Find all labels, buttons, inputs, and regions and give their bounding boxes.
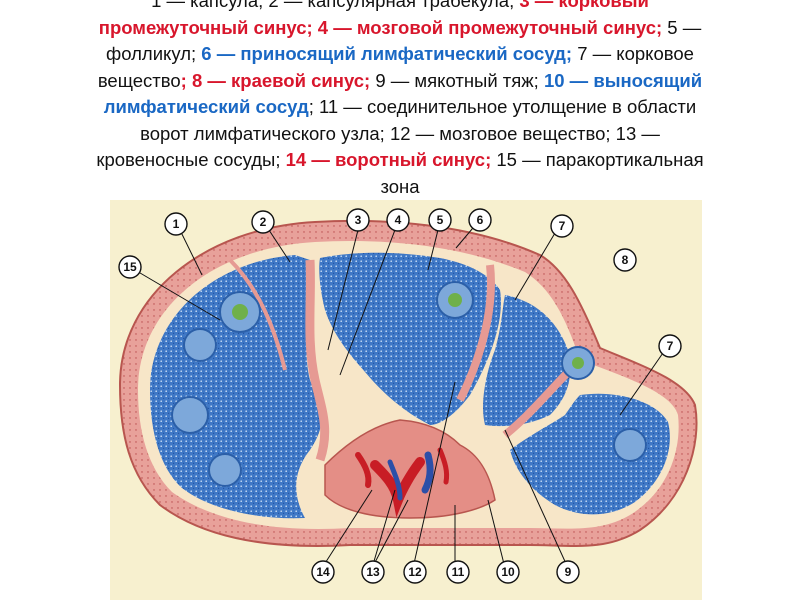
caption-segment: вещество bbox=[97, 69, 181, 91]
svg-text:6: 6 bbox=[477, 213, 484, 227]
follicle-5 bbox=[171, 396, 209, 434]
callout-6: 6 bbox=[468, 208, 492, 232]
caption-line: зона bbox=[0, 174, 800, 201]
svg-text:7: 7 bbox=[667, 339, 674, 353]
svg-text:14: 14 bbox=[316, 565, 330, 579]
svg-text:7: 7 bbox=[559, 219, 566, 233]
follicle-1-center bbox=[232, 304, 248, 320]
caption-segment: 3 — корковый bbox=[519, 0, 649, 11]
caption-segment: 7 — корковое bbox=[572, 43, 694, 64]
svg-text:11: 11 bbox=[452, 565, 465, 579]
caption-segment: кровеносные сосуды; bbox=[96, 149, 286, 170]
blood-vessel-right-blue bbox=[421, 451, 434, 494]
caption-line: 1 — капсула; 2 — капсулярная трабекула; … bbox=[0, 0, 800, 15]
svg-text:10: 10 bbox=[501, 565, 515, 579]
lymph-node-diagram: 1 2 3 4 5 6 7 7 bbox=[110, 200, 702, 600]
cortex-lobe-right-lower bbox=[510, 393, 670, 515]
callout-7b: 7 bbox=[658, 334, 682, 358]
callout-2: 2 bbox=[251, 210, 275, 234]
caption-segment: ; 8 — краевой синус; bbox=[180, 69, 371, 91]
caption-line: кровеносные сосуды; 14 — воротный синус;… bbox=[0, 147, 800, 174]
caption-segment: лимфатический сосуд bbox=[103, 96, 309, 117]
cortex-lobe-left bbox=[150, 255, 322, 519]
callout-4: 4 bbox=[386, 208, 410, 232]
caption-segment: 9 — мякотный тяж; bbox=[370, 69, 544, 91]
caption-segment: 14 — воротный синус; bbox=[285, 149, 492, 170]
caption-line: фолликул; 6 — приносящий лимфатический с… bbox=[0, 41, 800, 68]
callout-15: 15 bbox=[118, 255, 142, 279]
caption-segment: 15 — паракортикальная bbox=[491, 149, 704, 170]
callouts: 1 2 3 4 5 6 7 7 bbox=[118, 208, 682, 584]
caption-segment: фолликул; bbox=[106, 43, 202, 64]
hilum-blood-vessels bbox=[355, 447, 450, 518]
caption-segment: промежуточный синус; 4 — мозговой промеж… bbox=[98, 16, 663, 38]
callout-11: 11 bbox=[446, 560, 470, 584]
blood-vessel-blue bbox=[387, 459, 403, 501]
trabecula-2 bbox=[456, 264, 495, 402]
svg-text:1: 1 bbox=[173, 217, 180, 231]
follicles bbox=[171, 281, 647, 487]
caption-segment: 5 — bbox=[662, 16, 702, 38]
callout-8: 8 bbox=[613, 248, 637, 272]
caption-segment: 6 — приносящий лимфатический сосуд; bbox=[201, 43, 573, 64]
svg-text:8: 8 bbox=[622, 253, 629, 267]
trabecula-1 bbox=[305, 259, 330, 462]
blood-vessel-right-red bbox=[437, 447, 450, 485]
callout-3: 3 bbox=[346, 208, 370, 232]
caption-line: лимфатический сосуд; 11 — соединительное… bbox=[0, 94, 800, 121]
caption-segment: ворот лимфатического узла; 12 — мозговое… bbox=[140, 122, 660, 144]
svg-text:15: 15 bbox=[123, 260, 137, 274]
callout-10: 10 bbox=[496, 560, 520, 584]
svg-text:12: 12 bbox=[408, 565, 422, 579]
callout-14: 14 bbox=[311, 560, 335, 584]
svg-text:3: 3 bbox=[355, 213, 362, 227]
blood-vessel-left-red bbox=[355, 452, 372, 488]
callout-lines bbox=[134, 221, 666, 569]
svg-text:2: 2 bbox=[260, 215, 267, 229]
follicle-7 bbox=[613, 428, 647, 462]
follicle-6 bbox=[208, 453, 242, 487]
follicle-3-center bbox=[572, 357, 584, 369]
callout-13: 13 bbox=[361, 560, 385, 584]
svg-text:13: 13 bbox=[366, 565, 380, 579]
caption-segment: 10 — выносящий bbox=[543, 69, 703, 91]
callout-1: 1 bbox=[164, 212, 188, 236]
caption-line: промежуточный синус; 4 — мозговой промеж… bbox=[0, 15, 800, 42]
callout-7a: 7 bbox=[550, 214, 574, 238]
caption-line: вещество; 8 — краевой синус; 9 — мякотны… bbox=[0, 68, 800, 95]
trabecula-4 bbox=[228, 258, 287, 371]
caption-line: ворот лимфатического узла; 12 — мозговое… bbox=[0, 121, 800, 148]
caption-segment: 1 — капсула; 2 — капсулярная трабекула; bbox=[151, 0, 520, 11]
follicle-2-center bbox=[448, 293, 462, 307]
callout-12: 12 bbox=[403, 560, 427, 584]
figure-caption: 1 — капсула; 2 — капсулярная трабекула; … bbox=[0, 0, 800, 200]
callout-9: 9 bbox=[556, 560, 580, 584]
blood-vessel-red bbox=[370, 457, 425, 518]
svg-text:4: 4 bbox=[395, 213, 402, 227]
callout-5: 5 bbox=[428, 208, 452, 232]
caption-segment: ; 11 — соединительное утолщение в област… bbox=[308, 96, 697, 117]
svg-text:9: 9 bbox=[565, 565, 572, 579]
caption-segment: зона bbox=[380, 175, 420, 197]
svg-text:5: 5 bbox=[437, 213, 444, 227]
follicle-4 bbox=[183, 328, 217, 362]
